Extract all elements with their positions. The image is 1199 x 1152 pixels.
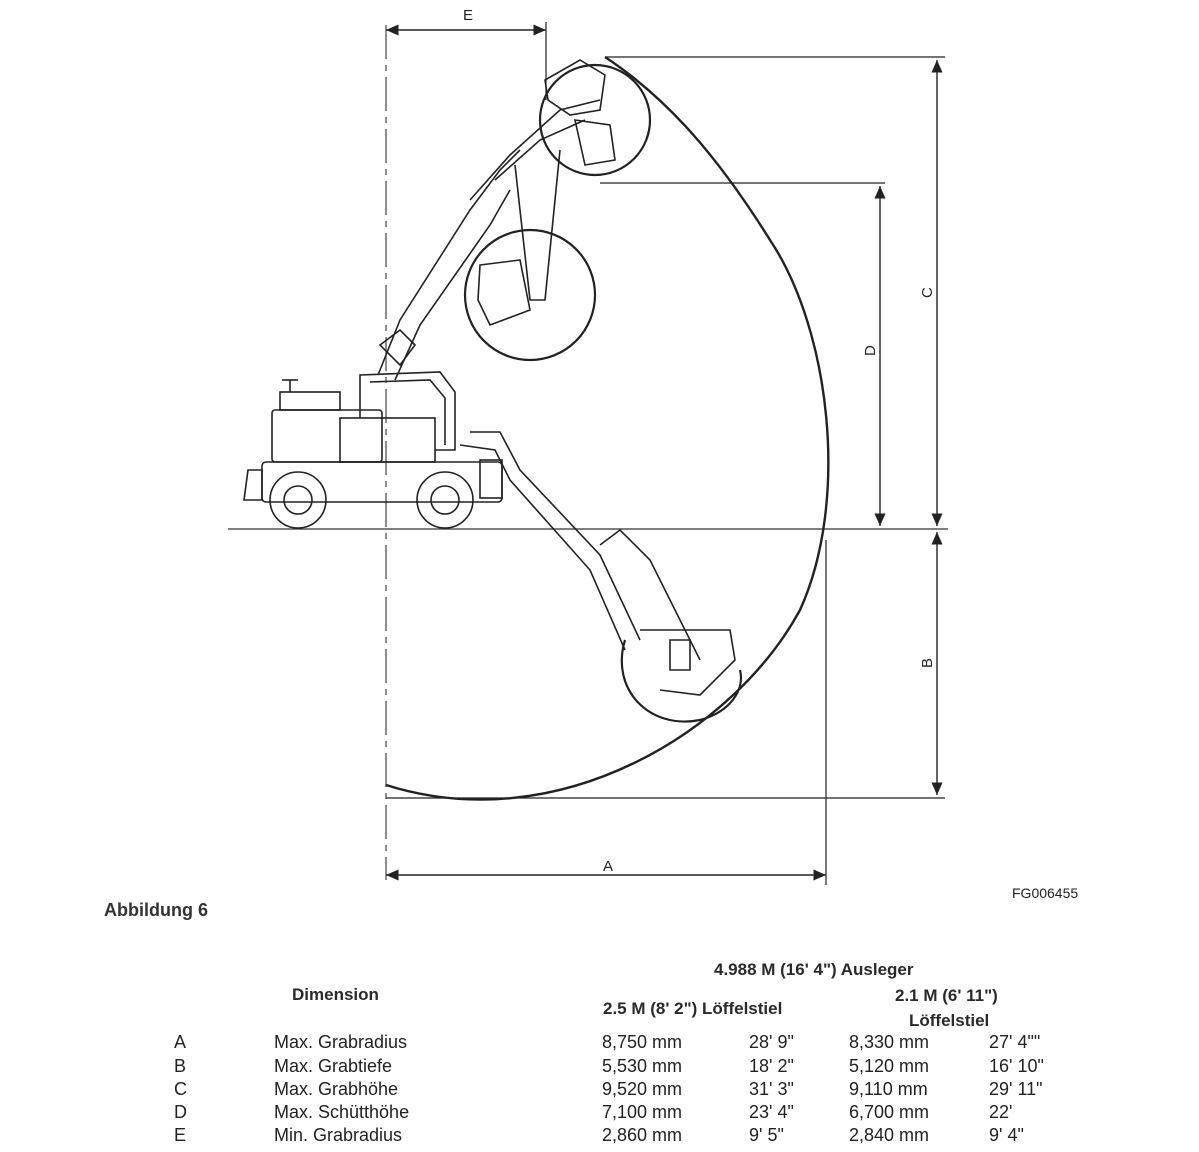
row-value-ft-long-arm: 28' 9": [749, 1032, 794, 1052]
bucket-arc-upper: [538, 63, 652, 177]
table-row: E Min. Grabradius 2,860 mm 9' 5" 2,840 m…: [0, 1125, 1199, 1148]
row-value-mm-short-arm: 2,840 mm: [849, 1125, 930, 1145]
row-value-ft-short-arm: 22': [989, 1102, 1013, 1122]
row-value-mm-short-arm: 6,700 mm: [849, 1102, 930, 1122]
table-row: A Max. Grabradius 8,750 mm 28' 9" 8,330 …: [0, 1032, 1199, 1055]
row-value-ft-long-arm: 31' 3": [749, 1079, 794, 1099]
row-value-ft-short-arm: 27' 4"": [989, 1032, 1041, 1052]
excavator-working-range-diagram: E A C D B: [228, 7, 948, 885]
row-letter: C: [174, 1079, 187, 1099]
row-dimension-name: Max. Grabtiefe: [274, 1056, 393, 1076]
row-value-ft-long-arm: 9' 5": [749, 1125, 784, 1145]
dimension-label-b: B: [919, 658, 936, 668]
dimension-label-d: D: [862, 345, 879, 356]
row-value-ft-long-arm: 23' 4": [749, 1102, 794, 1122]
row-value-ft-short-arm: 29' 11": [989, 1079, 1043, 1099]
row-value-ft-long-arm: 18' 2": [749, 1056, 794, 1076]
working-range-envelope: [385, 55, 830, 801]
table-row: C Max. Grabhöhe 9,520 mm 31' 3" 9,110 mm…: [0, 1079, 1199, 1102]
dimension-header: Dimension: [292, 985, 379, 1004]
row-dimension-name: Max. Grabhöhe: [274, 1079, 399, 1099]
row-value-mm-long-arm: 2,860 mm: [602, 1125, 683, 1145]
figure-caption: Abbildung 6: [104, 900, 208, 920]
table-row: B Max. Grabtiefe 5,530 mm 18' 2" 5,120 m…: [0, 1056, 1199, 1079]
figure-code: FG006455: [1012, 885, 1079, 901]
arm-2-1m-header-line2: Löffelstiel: [909, 1011, 990, 1030]
row-value-ft-short-arm: 16' 10": [989, 1056, 1044, 1076]
row-value-mm-long-arm: 5,530 mm: [602, 1056, 683, 1076]
table-row: D Max. Schütthöhe 7,100 mm 23' 4" 6,700 …: [0, 1102, 1199, 1125]
row-value-mm-short-arm: 5,120 mm: [849, 1056, 930, 1076]
row-value-ft-short-arm: 9' 4": [989, 1125, 1024, 1145]
row-value-mm-long-arm: 8,750 mm: [602, 1032, 683, 1052]
arm-2-5m-header: 2.5 M (8' 2") Löffelstiel: [603, 999, 783, 1018]
bucket-arc-lower: [620, 639, 743, 723]
row-letter: D: [174, 1102, 187, 1122]
dimension-label-e: E: [463, 7, 473, 24]
row-value-mm-long-arm: 9,520 mm: [602, 1079, 683, 1099]
row-dimension-name: Max. Schütthöhe: [274, 1102, 410, 1122]
row-letter: B: [174, 1056, 187, 1076]
row-value-mm-short-arm: 9,110 mm: [849, 1079, 928, 1099]
row-letter: A: [174, 1032, 187, 1052]
row-value-mm-long-arm: 7,100 mm: [602, 1102, 683, 1122]
bucket-arc-middle: [463, 228, 597, 362]
boom-group-header: 4.988 M (16' 4") Ausleger: [714, 960, 914, 979]
row-letter: E: [174, 1125, 187, 1145]
dimension-label-c: C: [919, 287, 936, 298]
row-dimension-name: Max. Grabradius: [274, 1032, 408, 1052]
row-dimension-name: Min. Grabradius: [274, 1125, 403, 1145]
arm-2-1m-header-line1: 2.1 M (6' 11"): [895, 986, 998, 1005]
dimension-label-a: A: [603, 858, 613, 875]
row-value-mm-short-arm: 8,330 mm: [849, 1032, 930, 1052]
excavator-drawing: [243, 59, 736, 696]
